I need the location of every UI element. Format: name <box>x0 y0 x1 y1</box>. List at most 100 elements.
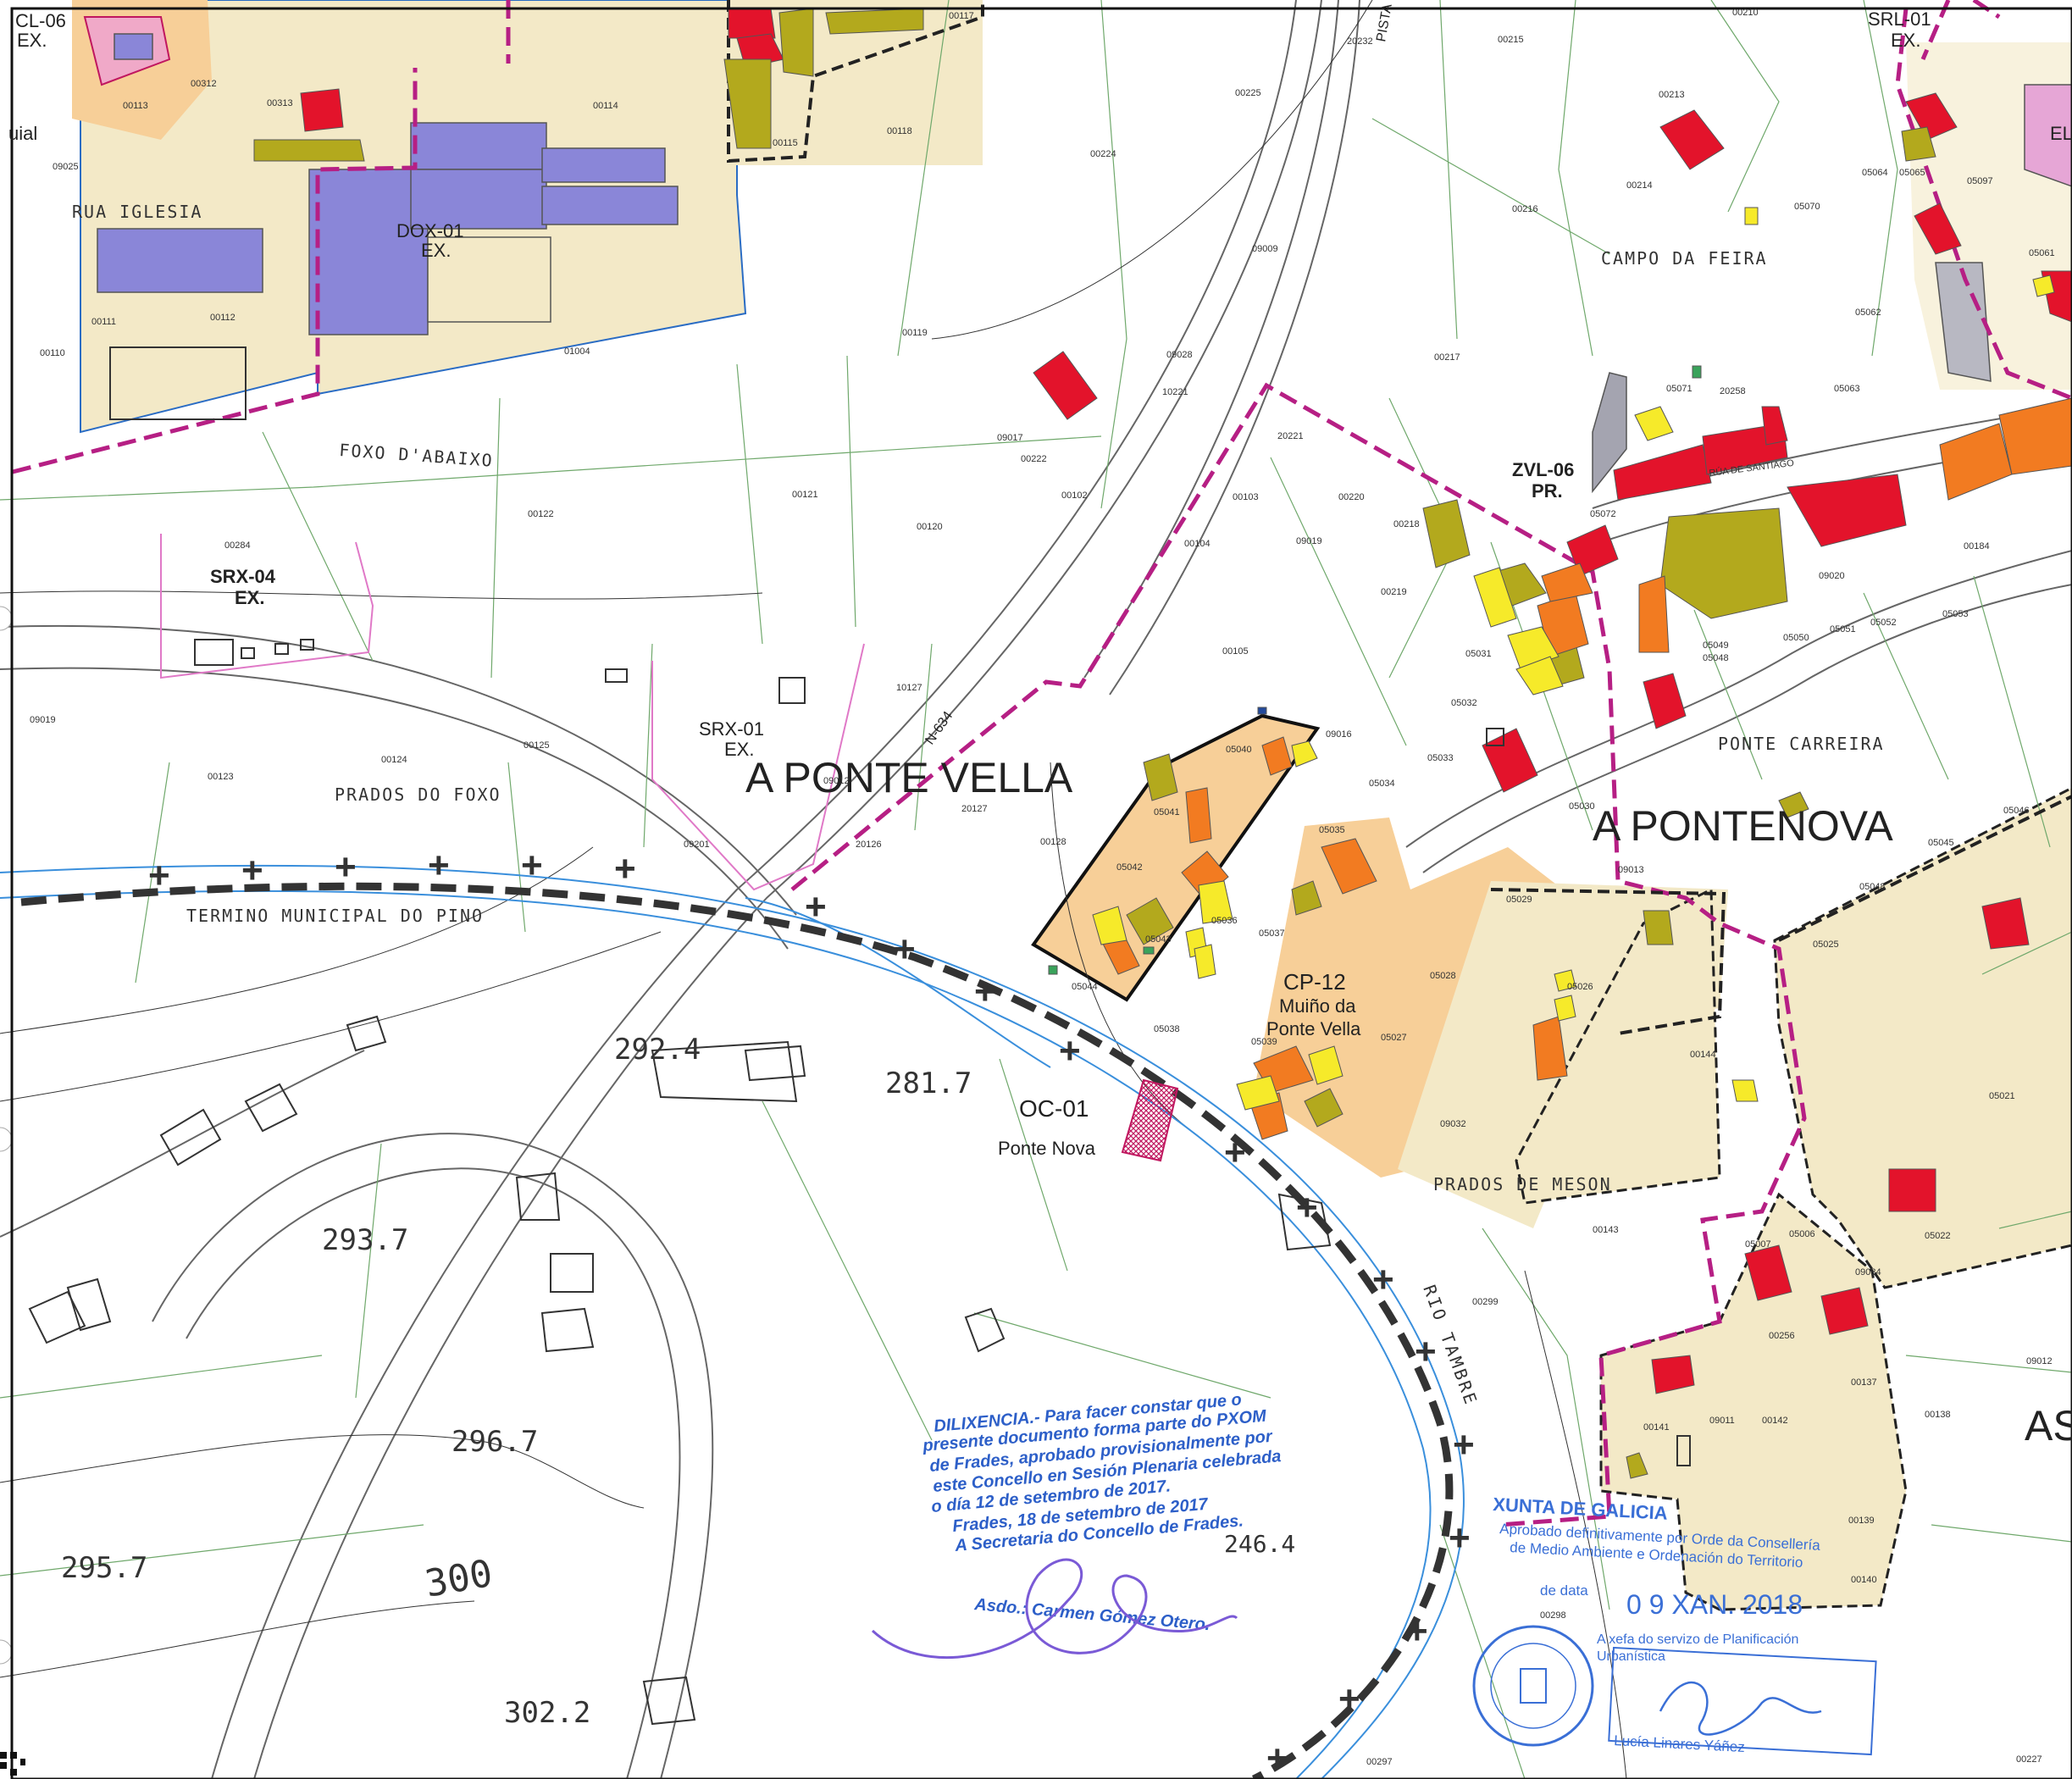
svg-text:05065: 05065 <box>1899 168 1925 178</box>
label-oc01: OC-01 <box>1019 1095 1089 1122</box>
svg-text:00112: 00112 <box>210 313 235 323</box>
label-prados-do-foxo: PRADOS DO FOXO <box>335 784 501 805</box>
svg-text:09012: 09012 <box>823 776 850 786</box>
svg-text:00215: 00215 <box>1498 35 1524 45</box>
srx-boundary <box>160 534 374 679</box>
svg-text:00137: 00137 <box>1851 1377 1877 1388</box>
svg-text:00210: 00210 <box>1732 8 1759 18</box>
svg-text:00105: 00105 <box>1222 646 1249 657</box>
binder-holes <box>0 606 13 1665</box>
svg-text:00220: 00220 <box>1338 492 1365 502</box>
svg-text:05032: 05032 <box>1451 698 1477 708</box>
label-a-ponte-vella[interactable]: A PONTE VELLA <box>745 754 1073 801</box>
svg-text:05036: 05036 <box>1211 916 1238 926</box>
corner-qr-mark <box>0 1752 25 1776</box>
road-curve-south-1 <box>152 1133 714 1779</box>
svg-text:10127: 10127 <box>896 683 922 693</box>
elevation-281-7: 281.7 <box>885 1067 972 1100</box>
svg-text:01004: 01004 <box>564 346 590 357</box>
svg-text:00297: 00297 <box>1366 1757 1393 1767</box>
svg-text:20258: 20258 <box>1720 386 1746 396</box>
label-srx04: SRX-04 <box>210 566 276 587</box>
svg-text:00140: 00140 <box>1851 1575 1877 1585</box>
svg-text:00312: 00312 <box>191 79 217 89</box>
svg-text:+: + <box>805 886 827 928</box>
label-as: AS <box>2025 1402 2072 1449</box>
oc01-bridge <box>1121 1078 1179 1162</box>
svg-text:05028: 05028 <box>1430 971 1456 981</box>
svg-text:09011: 09011 <box>1709 1416 1735 1426</box>
contour-lines <box>0 0 1627 1779</box>
label-srx01: SRX-01 <box>699 718 764 740</box>
svg-text:00225: 00225 <box>1235 88 1261 98</box>
svg-text:00213: 00213 <box>1659 90 1685 100</box>
label-srx01-ex: EX. <box>724 739 754 760</box>
svg-text:00217: 00217 <box>1434 352 1460 363</box>
svg-text:+: + <box>335 846 357 888</box>
xunta-line-5: Urbanística <box>1597 1649 1665 1664</box>
dox01-building-2 <box>410 122 547 170</box>
svg-text:05048: 05048 <box>1703 653 1729 663</box>
svg-text:05034: 05034 <box>1369 779 1395 789</box>
svg-text:05038: 05038 <box>1154 1024 1180 1034</box>
road-left-edge-2 <box>0 667 789 950</box>
svg-text:00141: 00141 <box>1643 1422 1670 1433</box>
svg-text:00256: 00256 <box>1769 1331 1795 1341</box>
svg-text:05049: 05049 <box>1703 640 1729 651</box>
svg-text:00111: 00111 <box>91 317 116 327</box>
svg-text:00119: 00119 <box>902 328 928 338</box>
cl06-equipment <box>114 33 153 60</box>
label-zvl06: ZVL-06 <box>1512 459 1574 480</box>
xunta-seal-box <box>1608 1646 1877 1756</box>
svg-text:+: + <box>1415 1331 1437 1372</box>
svg-text:+: + <box>1059 1030 1081 1072</box>
svg-text:09025: 09025 <box>53 162 79 172</box>
svg-text:00121: 00121 <box>792 490 818 500</box>
svg-text:05062: 05062 <box>1855 308 1881 318</box>
elevation-302-2: 302.2 <box>504 1696 590 1730</box>
label-dox01-ex: EX. <box>421 240 451 261</box>
road-left-south <box>0 1050 365 1238</box>
svg-text:+: + <box>241 850 263 891</box>
svg-text:00216: 00216 <box>1512 204 1538 214</box>
svg-text:09013: 09013 <box>1618 865 1644 875</box>
svg-text:05029: 05029 <box>1506 895 1532 905</box>
svg-text:05053: 05053 <box>1942 609 1969 619</box>
elevation-labels: 292.4 281.7 293.7 296.7 295.7 300 302.2 … <box>61 1033 1295 1730</box>
svg-text:+: + <box>1372 1259 1394 1300</box>
zvl06-equipment <box>1592 372 1627 494</box>
right-grey-block <box>1935 262 1992 382</box>
svg-text:09034: 09034 <box>1855 1267 1881 1277</box>
svg-text:20221: 20221 <box>1277 431 1304 441</box>
svg-text:05045: 05045 <box>1928 838 1954 848</box>
svg-text:05033: 05033 <box>1427 753 1454 763</box>
el-equipment <box>2024 84 2072 187</box>
svg-text:05063: 05063 <box>1834 384 1860 394</box>
label-ponte-carreira: PONTE CARREIRA <box>1718 734 1885 754</box>
diligencia-signatory: Asdo.: Carmen Gómez Otero. <box>973 1595 1211 1634</box>
rua-iglesia-equipment <box>97 228 263 293</box>
n634-road-edge-2 <box>253 0 1322 1779</box>
label-cp12: CP-12 <box>1283 969 1346 995</box>
xunta-seal-emblem <box>1520 1668 1547 1704</box>
xunta-title: XUNTA DE GALICIA <box>1493 1494 1669 1524</box>
pista-road-edge-2 <box>1109 0 1360 696</box>
svg-text:05021: 05021 <box>1989 1091 2015 1101</box>
equipment-blocks <box>97 33 2072 494</box>
svg-text:09019: 09019 <box>1296 536 1322 546</box>
svg-text:05030: 05030 <box>1569 801 1595 812</box>
xunta-line-4: A xefa do servizo de Planificación <box>1597 1632 1798 1647</box>
urban-dashed-outline <box>727 0 2072 1035</box>
svg-text:05052: 05052 <box>1870 618 1897 628</box>
svg-text:09017: 09017 <box>997 433 1023 443</box>
label-a-pontenova[interactable]: A PONTENOVA <box>1593 802 1893 850</box>
svg-text:09016: 09016 <box>1326 729 1352 740</box>
xunta-signature <box>1659 1681 1822 1736</box>
svg-text:00110: 00110 <box>40 348 65 358</box>
svg-text:+: + <box>521 845 543 886</box>
svg-text:09019: 09019 <box>30 715 56 725</box>
svg-text:00219: 00219 <box>1381 587 1407 597</box>
elevation-246-4: 246.4 <box>1224 1530 1295 1558</box>
svg-text:05027: 05027 <box>1381 1033 1407 1043</box>
